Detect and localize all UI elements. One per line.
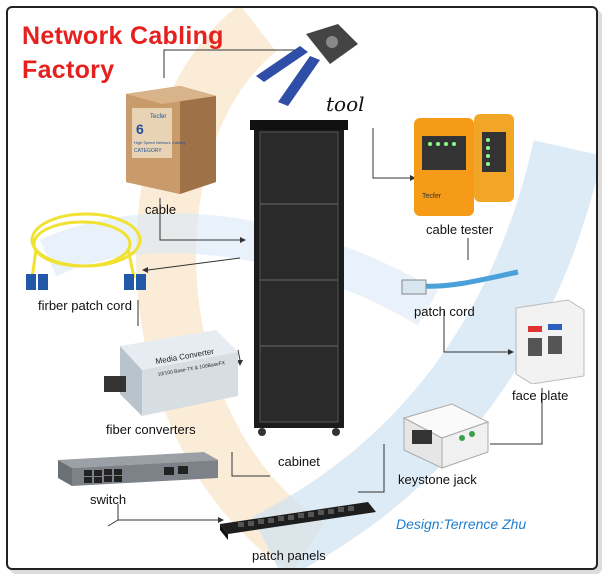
- cable-tester-image: Tecfer: [414, 114, 514, 216]
- label-keystone-jack: keystone jack: [398, 472, 477, 487]
- label-patch-panels: patch panels: [252, 548, 326, 563]
- label-face-plate: face plate: [512, 388, 569, 403]
- face-plate-image: [515, 299, 585, 384]
- poster-frame: Network Cabling Factory Tecfer 6 High Sp…: [6, 6, 598, 570]
- title-line-1: Network Cabling: [22, 22, 224, 50]
- title-line-2: Factory: [22, 56, 115, 84]
- patch-panel-image: [220, 502, 376, 540]
- box-category: CATEGORY: [134, 148, 162, 154]
- cable-box-image: Tecfer 6 High Speed Network Cabling CATE…: [126, 86, 216, 194]
- rack-cabinet-image: [250, 120, 348, 436]
- box-brand: Tecfer: [150, 114, 166, 120]
- label-cable-tester: cable tester: [426, 222, 494, 237]
- crimp-tool-image: [256, 24, 358, 106]
- connector-lines: [105, 49, 543, 527]
- box-text: High Speed Network Cabling: [134, 140, 185, 145]
- design-credit: Design:Terrence Zhu: [396, 516, 527, 532]
- label-fiber-converters: fiber converters: [106, 422, 196, 437]
- media-converter-image: Media Converter 10/100 Base-TX & 100Base…: [104, 330, 238, 416]
- label-cabinet: cabinet: [278, 454, 320, 469]
- network-switch-image: [58, 452, 218, 486]
- tester-brand: Tecfer: [422, 193, 442, 200]
- box-number: 6: [136, 121, 144, 137]
- label-cable: cable: [145, 202, 177, 217]
- fiber-patch-cord-image: [26, 212, 146, 290]
- label-switch: switch: [90, 492, 127, 507]
- patch-cord-image: [401, 269, 519, 295]
- label-fiber-patch-cord: firber patch cord: [38, 298, 132, 313]
- keystone-jack-image: [402, 403, 490, 469]
- tool-label: tool: [326, 92, 365, 116]
- label-patch-cord: patch cord: [414, 304, 475, 319]
